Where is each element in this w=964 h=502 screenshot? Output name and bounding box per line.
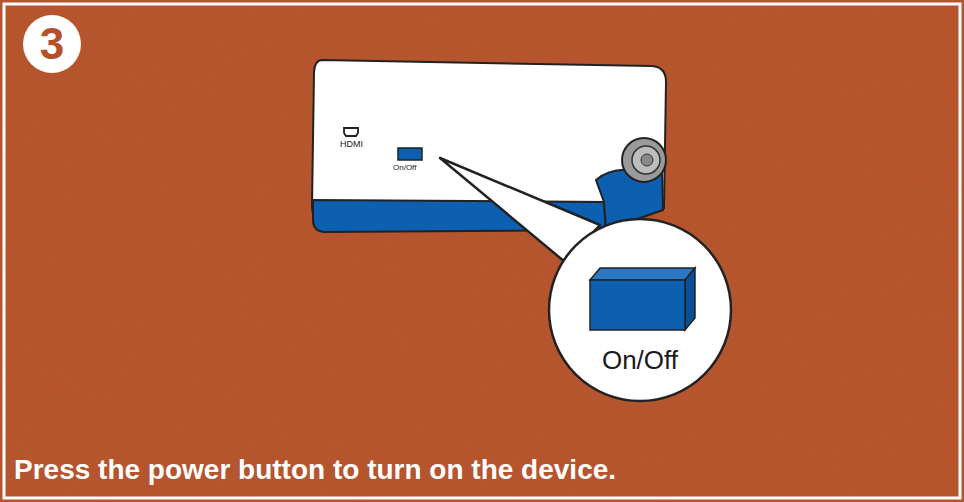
hdmi-port bbox=[344, 128, 358, 136]
callout-circle: On/Off bbox=[547, 217, 733, 403]
port-label: HDMI bbox=[340, 139, 363, 149]
callout-shape bbox=[547, 217, 733, 403]
badge-circle bbox=[23, 15, 81, 73]
power-button bbox=[398, 148, 422, 160]
knob bbox=[622, 138, 666, 182]
device bbox=[312, 60, 666, 232]
button-top bbox=[590, 268, 695, 280]
knob-inner bbox=[632, 146, 660, 174]
step-number-text: 3 bbox=[22, 22, 82, 66]
frame bbox=[4, 4, 960, 498]
callout-circle-outline bbox=[549, 219, 731, 401]
button-side bbox=[685, 268, 695, 330]
step-number: 3 bbox=[22, 14, 82, 74]
button-front bbox=[590, 280, 685, 330]
knob-center bbox=[641, 154, 653, 166]
button-label: On/Off bbox=[393, 163, 416, 172]
caption: Press the power button to turn on the de… bbox=[14, 454, 616, 486]
callout-label: On/Off bbox=[547, 347, 733, 373]
